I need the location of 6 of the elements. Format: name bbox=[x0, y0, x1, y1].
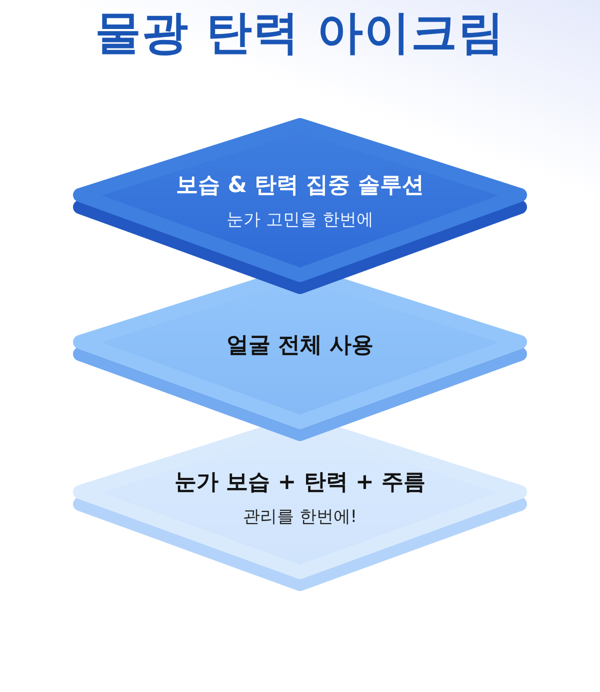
layer-subtext: 눈가 고민을 한번에 bbox=[226, 209, 374, 231]
layer-heading: 보습 & 탄력 집중 솔루션 bbox=[176, 172, 424, 200]
layer-subtext: 관리를 한번에! bbox=[242, 506, 358, 528]
layer-heading: 얼굴 전체 사용 bbox=[226, 332, 374, 360]
title: 물광 탄력 아이크림 bbox=[94, 4, 506, 61]
layer-heading: 눈가 보습 + 탄력 + 주름 bbox=[174, 469, 426, 497]
